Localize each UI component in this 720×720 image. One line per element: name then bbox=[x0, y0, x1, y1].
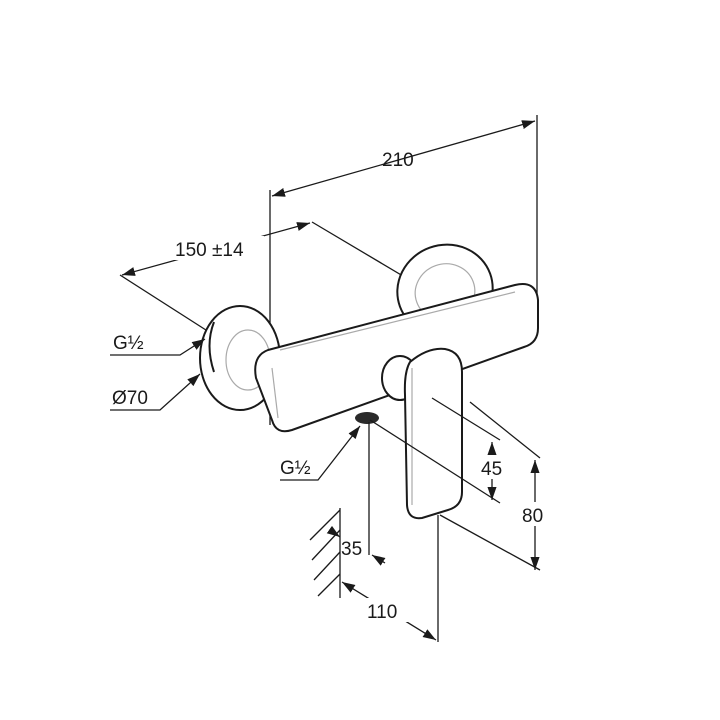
dimension-110: 110 bbox=[367, 602, 397, 623]
outlet bbox=[355, 412, 379, 424]
wall-hatch bbox=[309, 508, 341, 598]
dimension-210: 210 bbox=[382, 150, 414, 171]
dimension-45: 45 bbox=[481, 459, 502, 480]
dimension-80: 80 bbox=[522, 506, 543, 527]
inlet-thread-label: G½ bbox=[113, 333, 144, 354]
dimension-150: 150 ±14 bbox=[175, 240, 244, 261]
rosette-diameter-label: Ø70 bbox=[112, 388, 148, 409]
lever-handle bbox=[381, 347, 463, 520]
outlet-thread-label: G½ bbox=[280, 458, 311, 479]
dimension-35: 35 bbox=[341, 539, 362, 560]
